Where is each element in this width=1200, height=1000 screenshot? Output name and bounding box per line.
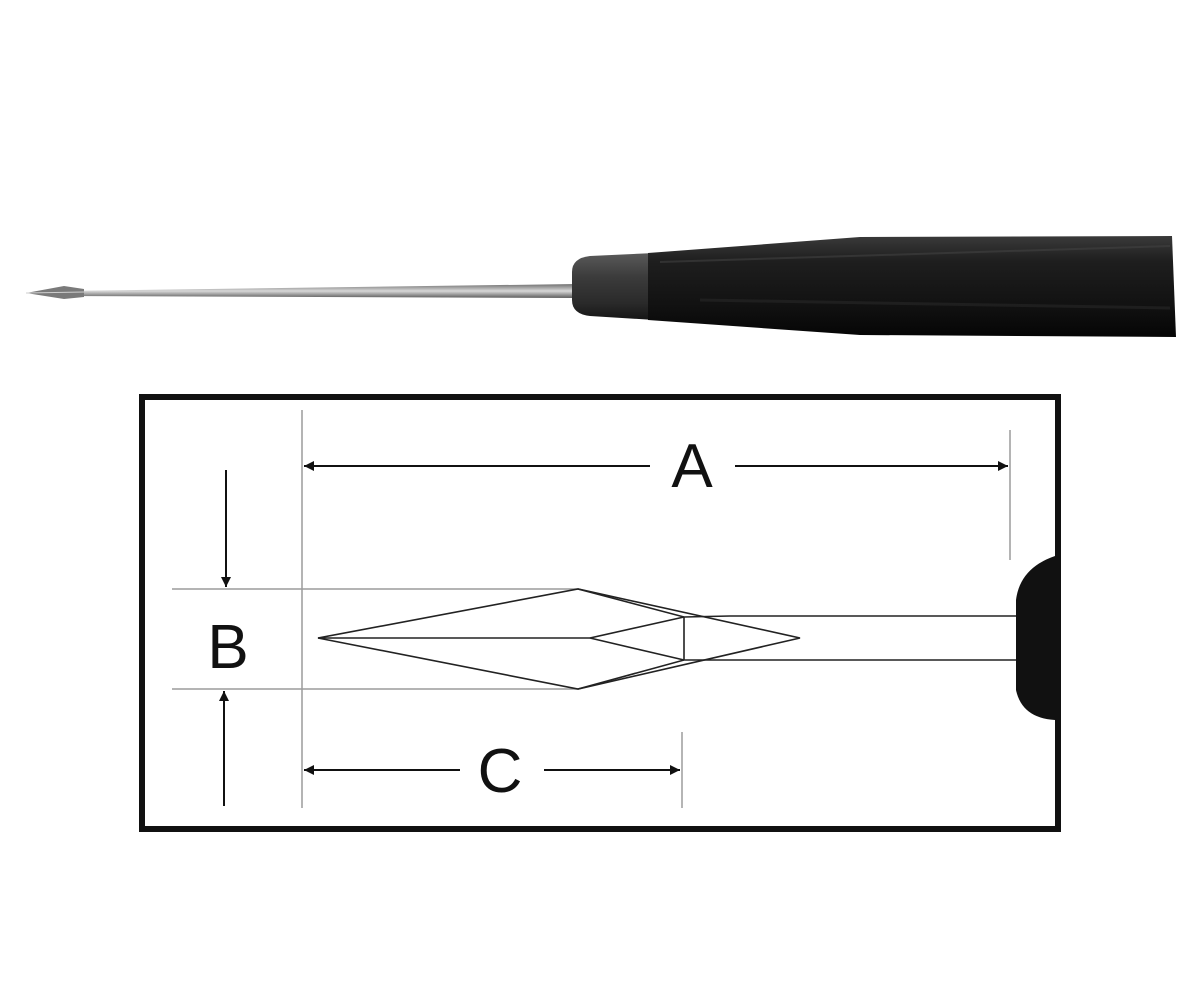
dimension-diagram: A B C bbox=[139, 394, 1061, 832]
dimension-a: A bbox=[304, 432, 1008, 501]
dimension-b: B bbox=[207, 470, 249, 806]
knife-photo bbox=[25, 236, 1176, 337]
diagram-handle-end bbox=[1016, 556, 1055, 720]
guide-lines bbox=[172, 410, 1011, 808]
dimension-c: C bbox=[304, 737, 680, 806]
diagram-frame bbox=[139, 394, 1061, 832]
dimension-a-label: A bbox=[671, 432, 713, 501]
knife-collar bbox=[572, 253, 655, 320]
knife-handle bbox=[648, 236, 1176, 337]
diagram-shaft bbox=[730, 615, 1016, 661]
dimension-c-label: C bbox=[478, 737, 523, 806]
dimension-b-label: B bbox=[207, 613, 248, 682]
diagram-blade bbox=[317, 588, 801, 690]
knife-shaft bbox=[60, 284, 578, 298]
